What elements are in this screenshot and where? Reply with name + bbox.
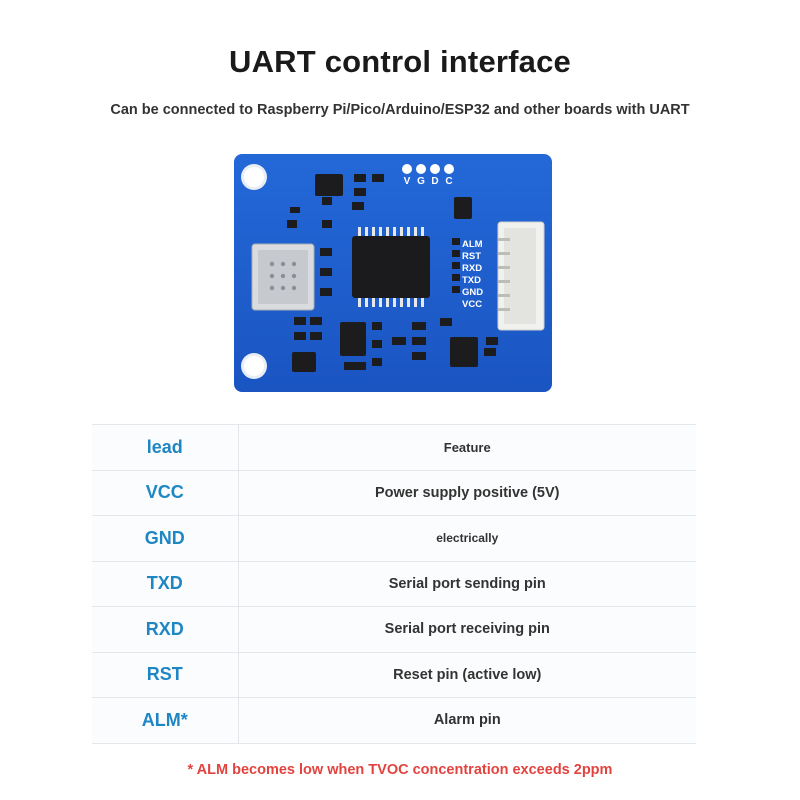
pin-feature: Alarm pin: [238, 697, 696, 744]
pin-feature: Power supply positive (5V): [238, 470, 696, 516]
top-pin-pads: [402, 164, 454, 174]
pin-label-alm: ALM: [462, 239, 483, 250]
header-lead: lead: [92, 424, 239, 471]
table-row: RXD Serial port receiving pin: [92, 606, 696, 653]
pin-table: lead Feature VCC Power supply positive (…: [92, 424, 696, 744]
uart-connector: [497, 221, 545, 331]
header-feature: Feature: [238, 424, 696, 471]
table-row: GND electrically: [92, 515, 696, 562]
pin-name: ALM*: [92, 697, 239, 744]
pin-label-rst: RST: [462, 251, 481, 262]
table-header-row: lead Feature: [92, 424, 696, 471]
pin-label-gnd: GND: [462, 287, 483, 298]
page-subtitle: Can be connected to Raspberry Pi/Pico/Ar…: [110, 102, 690, 118]
pin-label-c: C: [445, 176, 452, 187]
pin-label-v: V: [404, 176, 411, 187]
pin-label-txd: TXD: [462, 275, 481, 286]
pin-label-rxd: RXD: [462, 263, 482, 274]
gas-sensor-module: [251, 243, 315, 311]
pin-name: RST: [92, 652, 239, 698]
alm-footnote: * ALM becomes low when TVOC concentratio…: [187, 762, 613, 778]
pin-name: RXD: [92, 606, 239, 653]
pin-name: TXD: [92, 561, 239, 607]
pin-name: GND: [92, 515, 239, 562]
pin-name: VCC: [92, 470, 239, 516]
mounting-holes: [241, 164, 267, 379]
pin-label-g: G: [417, 176, 425, 187]
pin-label-vcc: VCC: [462, 299, 482, 310]
pin-feature: Serial port sending pin: [238, 561, 696, 607]
table-row: TXD Serial port sending pin: [92, 561, 696, 607]
page-title: UART control interface: [229, 44, 571, 79]
pin-feature: Reset pin (active low): [238, 652, 696, 698]
uart-sensor-board-image: V G D C: [232, 152, 554, 394]
pin-feature: Serial port receiving pin: [238, 606, 696, 653]
pin-label-d: D: [431, 176, 438, 187]
table-row: ALM* Alarm pin: [92, 697, 696, 744]
main-ic: [352, 227, 430, 307]
pcb-illustration: V G D C: [234, 154, 552, 392]
table-row: VCC Power supply positive (5V): [92, 470, 696, 516]
table-row: RST Reset pin (active low): [92, 652, 696, 698]
small-components: [287, 174, 498, 372]
pin-feature: electrically: [238, 515, 696, 562]
